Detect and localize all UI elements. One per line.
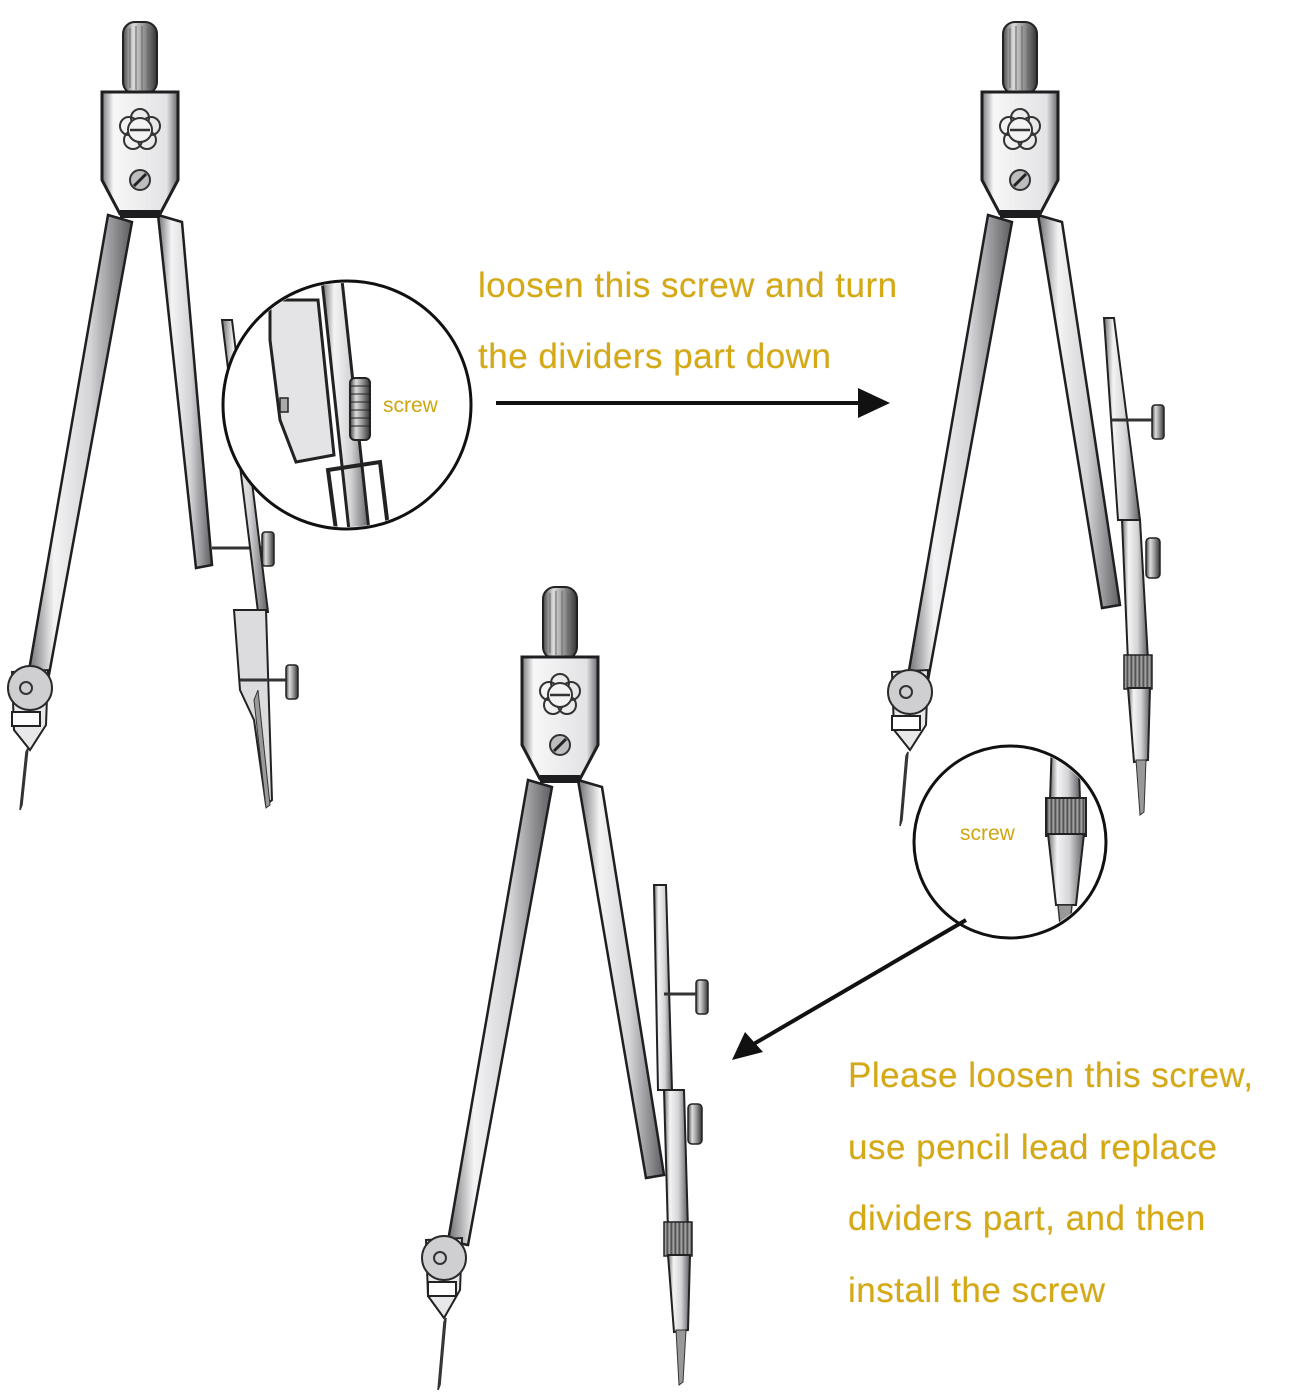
screw-callout-label: screw <box>960 822 1015 845</box>
step2-caption: Please loosen this screw, use pencil lea… <box>848 1040 1253 1326</box>
step1-caption: loosen this screw and turn the dividers … <box>478 250 898 392</box>
compass-figure-top-right <box>887 20 1165 827</box>
caption-line: the dividers part down <box>478 337 832 376</box>
caption-line: install the screw <box>848 1270 1106 1310</box>
caption-line: loosen this screw and turn <box>478 266 898 305</box>
caption-line: use pencil lead replace <box>848 1127 1218 1167</box>
arrow-down-left-icon <box>732 918 968 1060</box>
compass-figure-bottom-center <box>421 585 709 1391</box>
magnifier-circle-icon <box>221 279 473 531</box>
caption-line: Please loosen this screw, <box>848 1056 1254 1095</box>
screw-callout-label: screw <box>383 394 438 417</box>
magnifier-circle-icon <box>912 744 1108 940</box>
caption-line: dividers part, and then <box>848 1199 1206 1238</box>
arrow-right-icon <box>496 388 890 418</box>
